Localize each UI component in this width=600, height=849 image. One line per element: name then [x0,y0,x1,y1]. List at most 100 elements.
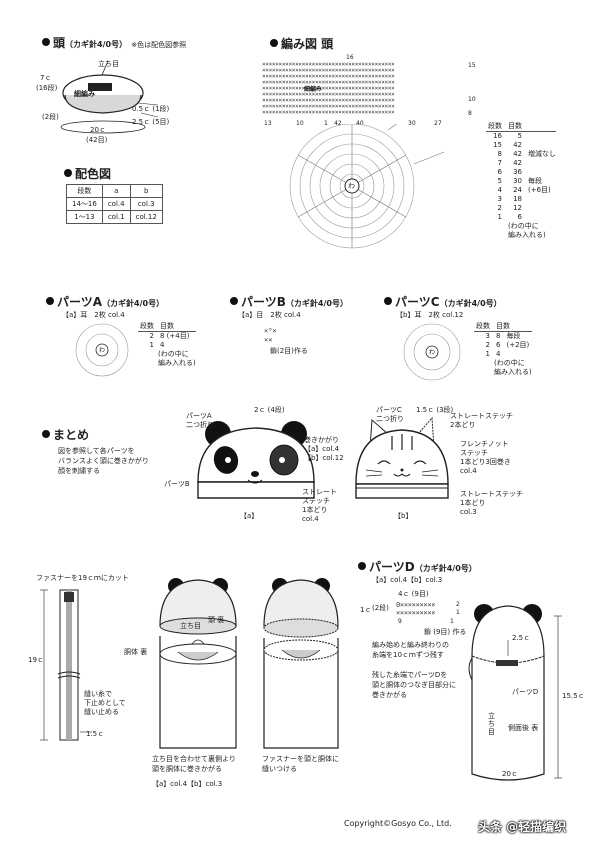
table-cell: 14～16 [66,197,103,211]
row-note: 毎段 [506,332,521,340]
part-a-diagram [75,323,129,377]
part-c-hook: （カギ針4/0号） [439,299,502,308]
assembly-caption1: 立ち目を合わせて裏側より 頭を胴体に巻きかがる [152,755,236,773]
part-c-note: (わの中に 編み入れる) [494,359,532,376]
copyright-text: Copyright©Gosyo Co., Ltd. [344,819,452,828]
stitch-count: 6 [517,213,522,221]
bullet-icon [384,297,392,305]
stitch-row: ×××××××××××××××××××××××××××××××××××××××× [262,109,395,116]
magic-ring-center: わ [348,182,355,190]
chart-bottom-label: 40 [356,120,364,127]
cat-head-illustration [355,416,449,499]
summary-straight-b-label: ストレートステッチ 1本どり col.3 [460,490,523,516]
part-c-diagram [403,323,461,381]
head-note: ※色は配色図参照 [131,41,187,49]
color-chart-header: 段数 a b [66,184,163,198]
tachiagari-label: 立ち目 [98,60,119,68]
stitch-number: 1 [450,618,454,625]
stitch-row: ×××××××××××××××××××××××××××××××××××××××× [262,61,395,68]
chart-bottom-label: 10 [296,120,304,127]
bullet-icon [230,297,238,305]
zipper-cut-label: ファスナーを19ｃｍにカット [36,574,129,582]
table-cell: col.1 [101,210,131,224]
assembly-step1-illustration [159,578,237,749]
stitch-count: 30 [513,177,522,185]
part-d-note2: 残した糸端でパーツDを 頭と胴体のつなぎ目部分に 巻きかがる [372,671,456,699]
row-number: 3 [497,195,502,203]
watermark-text: 头条 @轻描编织 [478,820,567,834]
row-number: 1 [456,609,460,616]
part-b-heading: パーツB（カギ針4/0号） [230,293,348,310]
head-7c-label: 7ｃ [40,74,52,82]
chart-right-label: 10 [468,96,476,103]
stitch-count: 42 [513,141,522,149]
part-d-4c-label: 4ｃ (9目) [398,590,429,598]
part-d-colors: 【a】col.4【b】col.3 [372,576,443,584]
table-header-cell: 段数 [66,184,103,198]
table-cell: col.4 [101,197,131,211]
row-number: 1 [485,350,490,358]
chart-bottom-label: 1 [324,120,328,127]
table-cell: 1～13 [66,210,103,224]
chart-bottom-label: 42 [334,120,342,127]
color-chart-title: 配色図 [75,167,112,181]
part-b-caption: 鎖(2目)作る [270,347,308,355]
chart-right-label: 8 [468,110,472,117]
part-a-hook: （カギ針4/0号） [102,299,165,308]
head-back-label: 頭 裏 [208,616,225,624]
head-42st-label: (42目) [86,136,108,144]
part-d-155c-label: 15.5ｃ [562,692,585,700]
single-crochet-label: 細編み [74,90,95,98]
color-chart-heading: 配色図 [64,165,111,182]
table-header-cell: 目数 [160,322,174,330]
stitch-count: 42 [513,150,522,158]
part-d-stitch-grid: 0××××××××××××××××××× [396,601,436,617]
chart-right-label: 15 [468,62,476,69]
table-header-cell: 段数 [476,322,490,330]
summary-part-a-label: パーツA 二つ折り [186,412,214,429]
stitch-number: 9 [398,618,402,625]
part-d-note1: 編み始めと編み終わりの 糸端を10ｃｍずつ残す [372,641,449,659]
part-d-20c-label: 20ｃ [502,770,518,778]
chart-inner-label: 細編み [304,86,323,93]
part-b-diagram: ×⁰× ×× [264,327,277,344]
zipper-15c-label: 1.5ｃ [86,730,105,738]
summary-part-c-label: パーツC 二つ折り [376,406,404,423]
svg-text:×⁰×: ×⁰× [264,327,277,335]
assembly-colors1: 【a】col.4【b】col.3 [152,780,223,788]
stitch-count: 8 [496,332,501,340]
stitch-count: 5 [517,132,522,140]
row-number: 3 [485,332,490,340]
stitch-count: 36 [513,168,522,176]
zipper-sew-label: 縫い糸で 下止めとして 縫い止める [84,690,126,716]
stitch-count: 8 (+4目) [160,332,190,340]
table-header-cell: b [129,184,163,198]
row-number: 4 [497,186,502,194]
table-header-cell: a [101,184,131,198]
part-d-label: パーツD [512,688,539,696]
bullet-icon [270,39,278,47]
table-row: 14～16 col.4 col.3 [66,197,163,211]
svg-text:××: ×× [264,336,272,344]
head-20c-label: 20ｃ [90,126,106,134]
row-number: 2 [456,601,460,608]
part-c-sub: 【b】耳 2枚 col.12 [396,311,464,319]
head-16rows-label: (16段) [36,84,58,92]
zipper-length-label: 19ｃ [28,656,44,664]
part-a-heading: パーツA（カギ針4/0号） [46,293,164,310]
table-header-cell: 段数 [140,322,154,330]
summary-heading: まとめ [42,426,89,443]
bullet-icon [46,297,54,305]
row-number: 6 [497,168,502,176]
rows-table-note: (わの中に 編み入れる) [508,222,546,239]
